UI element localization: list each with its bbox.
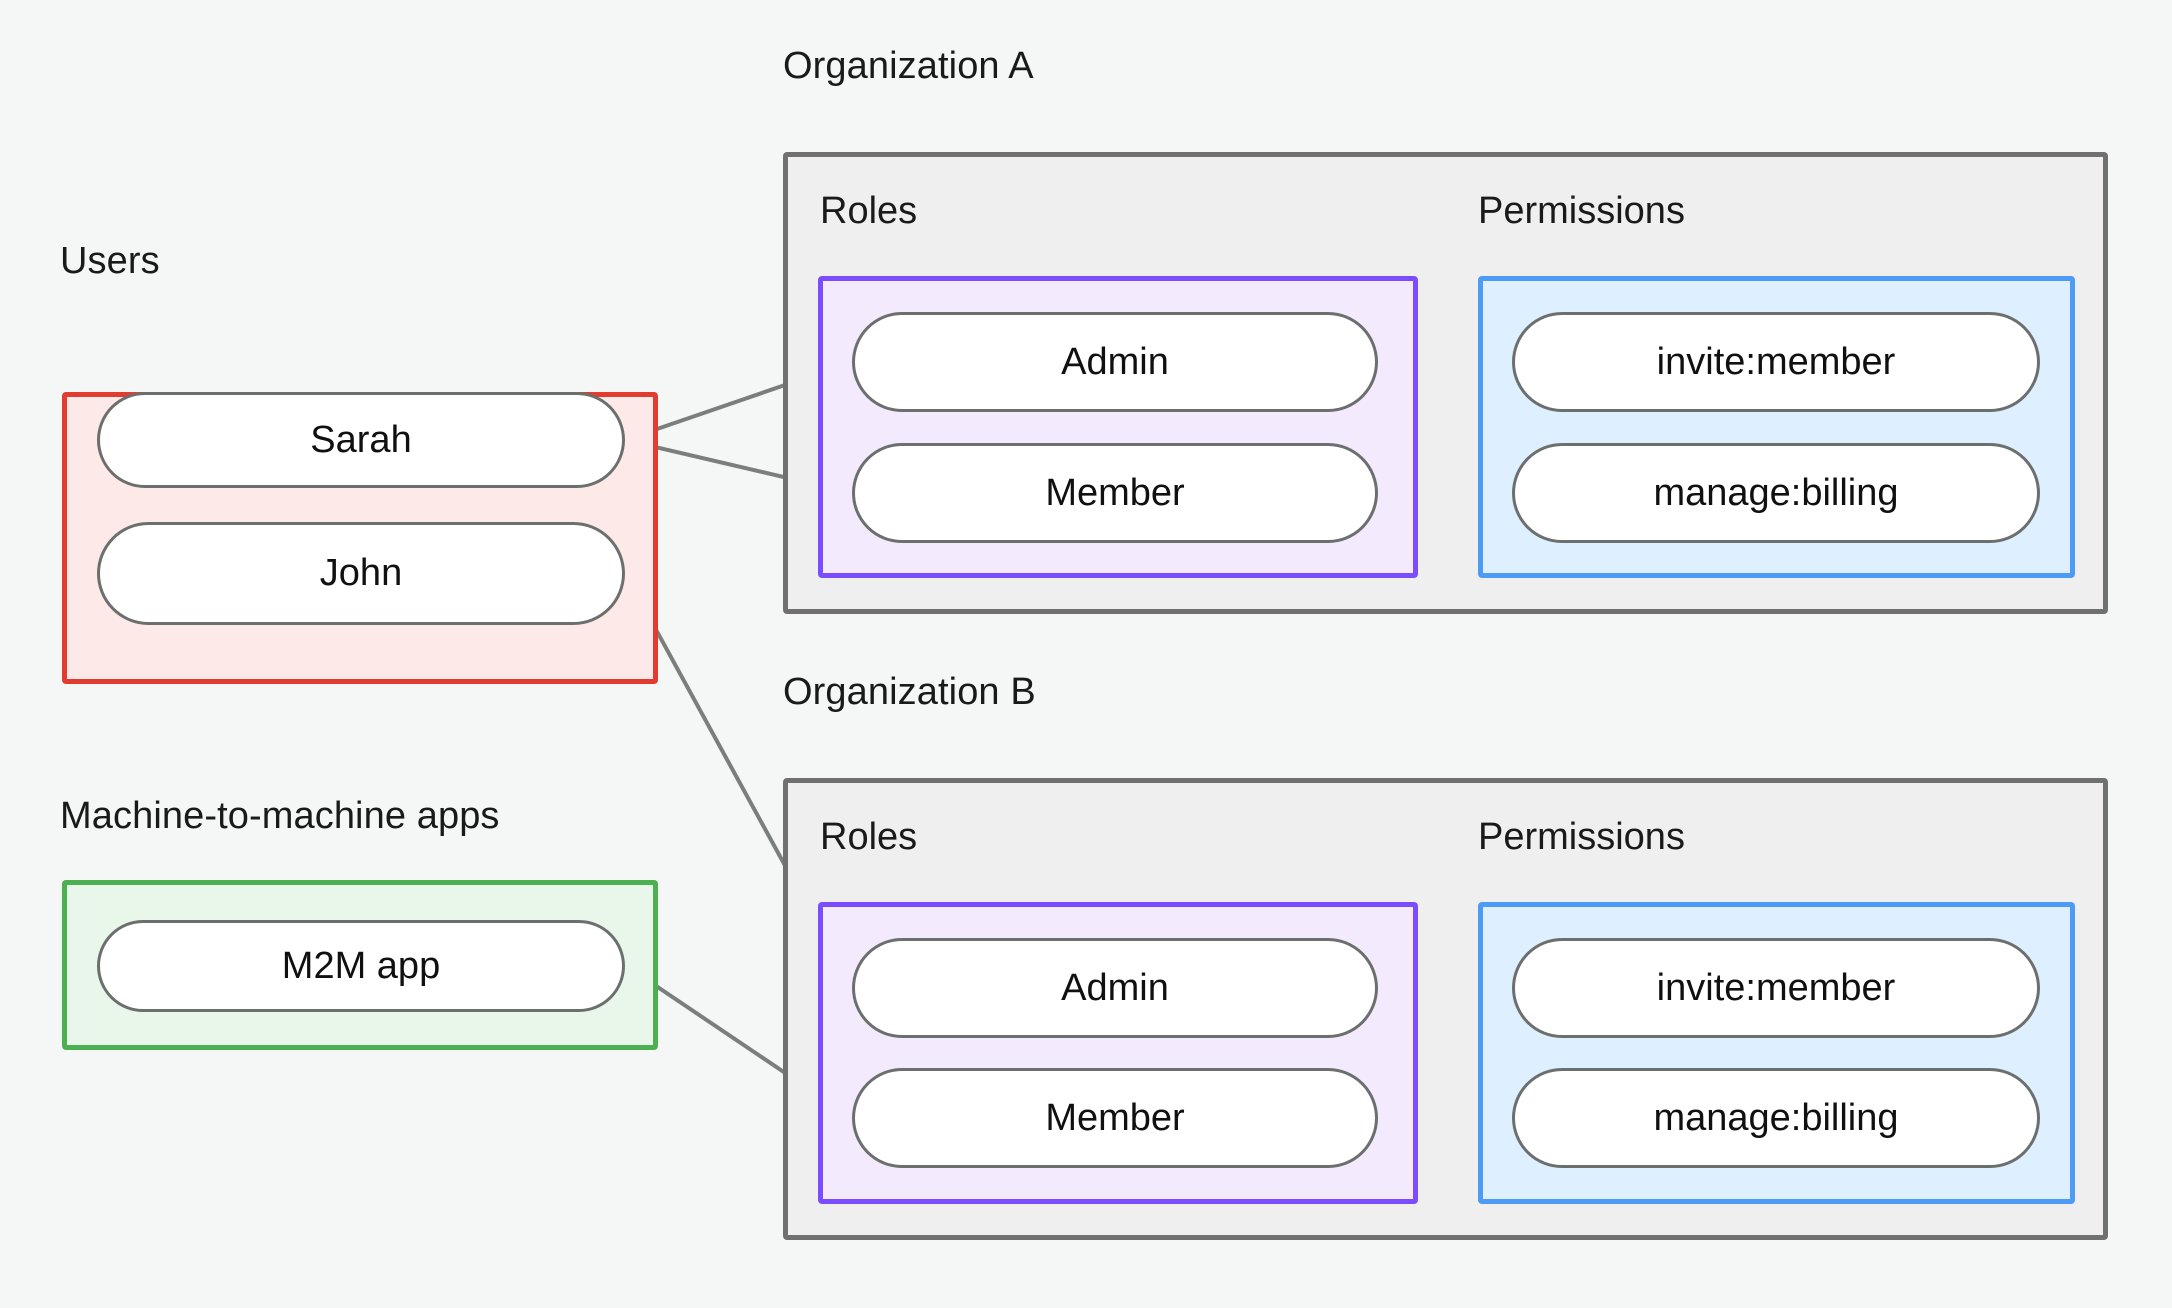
- org-b-permission-manage-billing-label: manage:billing: [1653, 1096, 1899, 1139]
- org-a-permission-invite-member[interactable]: invite:member: [1512, 312, 2040, 412]
- org-b-permissions-label: Permissions: [1478, 816, 1685, 858]
- org-a-roles-label: Roles: [820, 190, 918, 232]
- org-a-permissions-label: Permissions: [1478, 190, 1685, 232]
- org-a-role-member[interactable]: Member: [852, 443, 1378, 543]
- org-a-role-admin[interactable]: Admin: [852, 312, 1378, 412]
- org-a-permission-manage-billing-label: manage:billing: [1653, 471, 1899, 514]
- org-b-role-member-label: Member: [1045, 1096, 1185, 1139]
- org-a-label: Organization A: [783, 45, 1034, 87]
- m2m-group-label: Machine-to-machine apps: [60, 795, 500, 837]
- org-b-label: Organization B: [783, 671, 1036, 713]
- org-b-permission-invite-member[interactable]: invite:member: [1512, 938, 2040, 1038]
- m2m-node-app-label: M2M app: [281, 944, 441, 987]
- user-node-john-label: John: [319, 552, 403, 594]
- org-a-permission-invite-member-label: invite:member: [1656, 340, 1896, 383]
- org-b-permission-manage-billing[interactable]: manage:billing: [1512, 1068, 2040, 1168]
- org-b-permission-invite-member-label: invite:member: [1656, 966, 1896, 1009]
- org-a-permission-manage-billing[interactable]: manage:billing: [1512, 443, 2040, 543]
- org-b-roles-label: Roles: [820, 816, 918, 858]
- org-b-role-admin-label: Admin: [1061, 966, 1169, 1009]
- org-a-role-admin-label: Admin: [1061, 340, 1169, 383]
- user-node-john[interactable]: John: [97, 522, 625, 625]
- user-node-sarah-label: Sarah: [310, 418, 412, 461]
- m2m-node-app[interactable]: M2M app: [97, 920, 625, 1012]
- org-b-role-member[interactable]: Member: [852, 1068, 1378, 1168]
- org-a-role-member-label: Member: [1045, 471, 1185, 514]
- users-group-label: Users: [60, 240, 160, 282]
- org-b-role-admin[interactable]: Admin: [852, 938, 1378, 1038]
- user-node-sarah[interactable]: Sarah: [97, 392, 625, 488]
